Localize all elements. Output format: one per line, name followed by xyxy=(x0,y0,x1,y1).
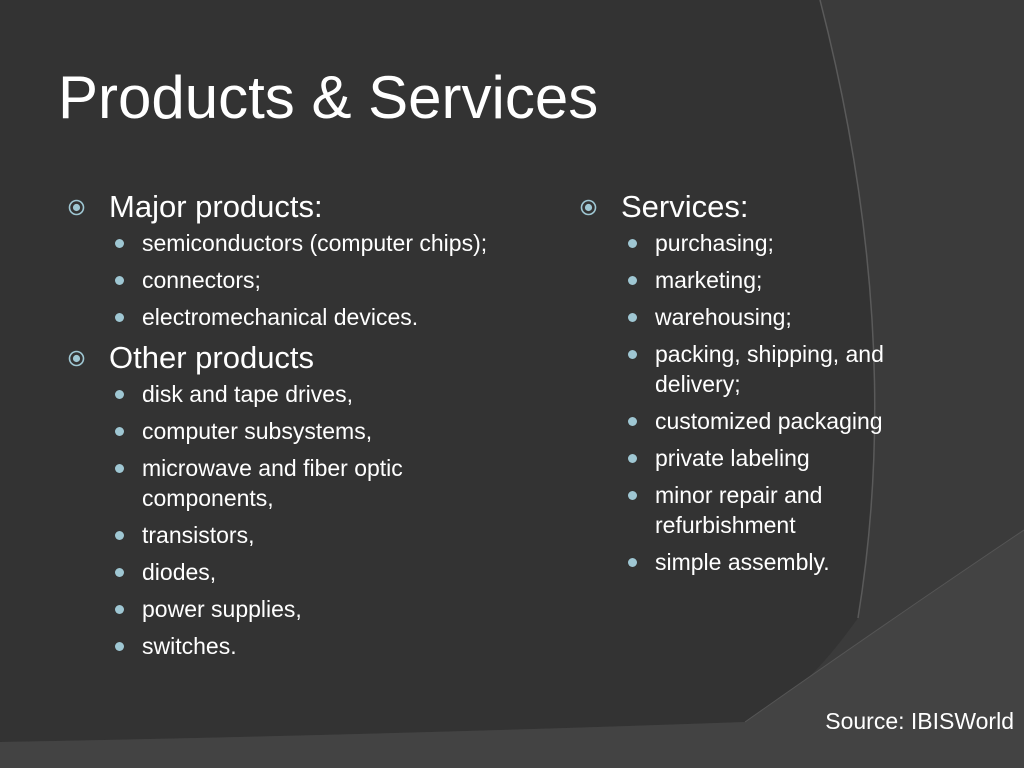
dot-bullet-icon xyxy=(115,276,124,285)
dot-bullet-icon xyxy=(115,531,124,540)
source-note: Source: IBISWorld xyxy=(825,708,1014,734)
dot-bullet-icon xyxy=(628,350,637,359)
dot-bullet-icon xyxy=(628,417,637,426)
list-item: customized packaging xyxy=(580,406,930,436)
dot-bullet-icon xyxy=(628,558,637,567)
heading-label: Services: xyxy=(621,189,749,224)
list-item: microwave and fiber optic components, xyxy=(68,453,538,513)
heading-label: Major products: xyxy=(109,189,323,224)
circle-dot-bullet-icon xyxy=(68,350,85,367)
list-item: minor repair and refurbishment xyxy=(580,480,930,540)
services-list: purchasing; marketing; warehousing; pack… xyxy=(580,228,930,577)
major-products-list: semiconductors (computer chips); connect… xyxy=(68,228,538,332)
dot-bullet-icon xyxy=(628,313,637,322)
circle-dot-bullet-icon xyxy=(68,199,85,216)
heading-other-products: Other products xyxy=(68,339,538,377)
left-column: Major products: semiconductors (computer… xyxy=(68,188,538,668)
list-item: simple assembly. xyxy=(580,547,930,577)
bullet-group-other-products: Other products disk and tape drives, com… xyxy=(68,339,538,661)
list-item: marketing; xyxy=(580,265,930,295)
list-item: connectors; xyxy=(68,265,538,295)
dot-bullet-icon xyxy=(115,605,124,614)
list-item: private labeling xyxy=(580,443,930,473)
bullet-group-services: Services: purchasing; marketing; warehou… xyxy=(580,188,930,577)
dot-bullet-icon xyxy=(115,464,124,473)
list-item: computer subsystems, xyxy=(68,416,538,446)
other-products-list: disk and tape drives, computer subsystem… xyxy=(68,379,538,661)
list-item: diodes, xyxy=(68,557,538,587)
heading-major-products: Major products: xyxy=(68,188,538,226)
heading-services: Services: xyxy=(580,188,930,226)
slide-title: Products & Services xyxy=(58,64,599,131)
dot-bullet-icon xyxy=(115,239,124,248)
list-item: warehousing; xyxy=(580,302,930,332)
dot-bullet-icon xyxy=(628,491,637,500)
dot-bullet-icon xyxy=(115,427,124,436)
list-item: switches. xyxy=(68,631,538,661)
dot-bullet-icon xyxy=(628,454,637,463)
list-item: semiconductors (computer chips); xyxy=(68,228,538,258)
list-item: electromechanical devices. xyxy=(68,302,538,332)
right-column: Services: purchasing; marketing; warehou… xyxy=(580,188,930,584)
list-item: disk and tape drives, xyxy=(68,379,538,409)
list-item: transistors, xyxy=(68,520,538,550)
dot-bullet-icon xyxy=(115,313,124,322)
bullet-group-major-products: Major products: semiconductors (computer… xyxy=(68,188,538,332)
dot-bullet-icon xyxy=(115,568,124,577)
dot-bullet-icon xyxy=(628,276,637,285)
list-item: power supplies, xyxy=(68,594,538,624)
dot-bullet-icon xyxy=(115,642,124,651)
dot-bullet-icon xyxy=(628,239,637,248)
dot-bullet-icon xyxy=(115,390,124,399)
list-item: packing, shipping, and delivery; xyxy=(580,339,930,399)
circle-dot-bullet-icon xyxy=(580,199,597,216)
list-item: purchasing; xyxy=(580,228,930,258)
heading-label: Other products xyxy=(109,340,315,375)
